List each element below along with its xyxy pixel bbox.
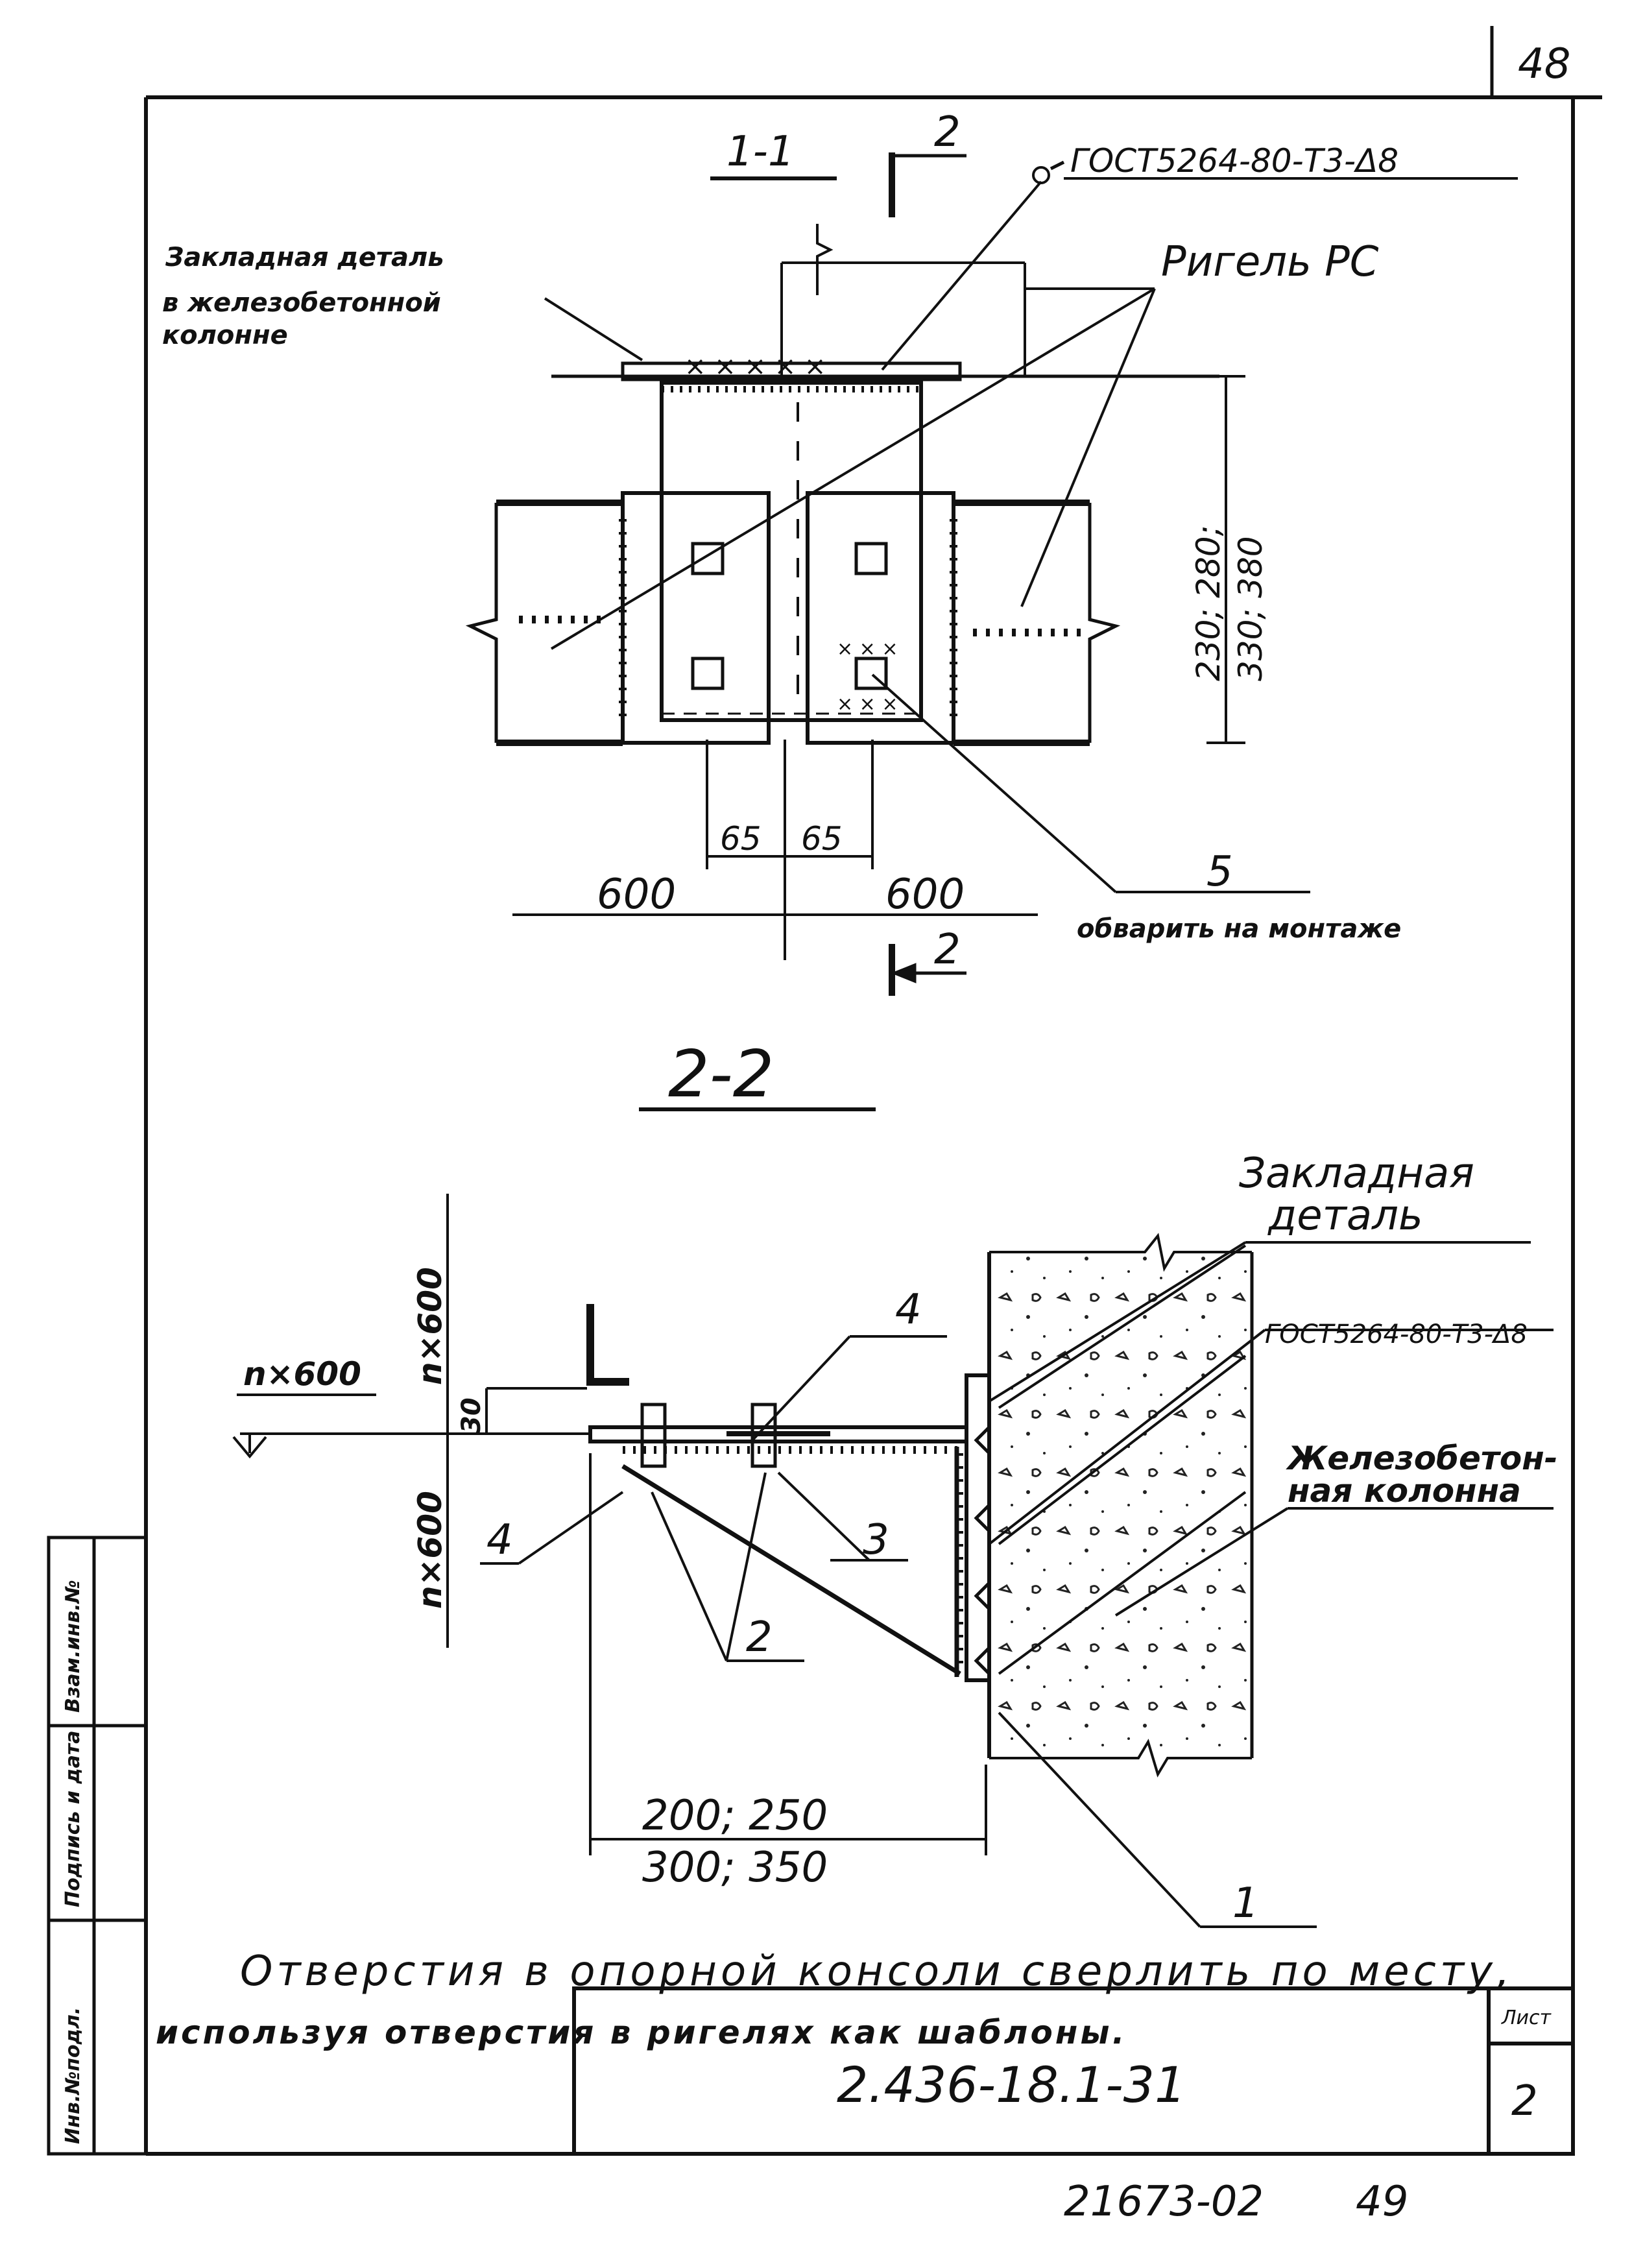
side-stamp-cell2: Подпись и дата bbox=[62, 1731, 84, 1907]
side-stamp bbox=[47, 1536, 148, 2156]
section-2-width-line1: 200; 250 bbox=[642, 1792, 828, 1840]
section-1-height-dim-line1: 230; 280; bbox=[1190, 525, 1227, 681]
note-line1: Отверстия в опорной консоли сверлить по … bbox=[240, 1948, 1513, 1996]
note-line2: используя отверстия в ригелях как шаблон… bbox=[156, 2014, 1127, 2051]
section-2-callout-4-left: 4 bbox=[486, 1516, 513, 1564]
section-1-embedded-line3: колонне bbox=[162, 320, 288, 350]
bottom-page: 49 bbox=[1356, 2178, 1408, 2226]
section-1-dim-65-right: 65 bbox=[801, 820, 843, 858]
section-1-title: 1-1 bbox=[726, 128, 795, 176]
section-1-beam-label: Ригель РС bbox=[1161, 238, 1379, 286]
section-2-title: 2-2 bbox=[668, 1036, 774, 1112]
section-2-dim-level: n×600 bbox=[243, 1355, 361, 1393]
section-1-dim-65-left: 65 bbox=[720, 820, 762, 858]
section-2-weld-note: ГОСТ5264-80-Т3-Δ8 bbox=[1265, 1320, 1528, 1349]
section-2-callout-3: 3 bbox=[863, 1516, 889, 1564]
section-1-embedded-line2: в железобетонной bbox=[162, 288, 441, 318]
section-1-cut-bottom: 2 bbox=[934, 926, 961, 974]
side-stamp-cell1: Инв.№подл. bbox=[62, 2007, 84, 2144]
section-2-embedded-line1: Закладная bbox=[1239, 1150, 1474, 1198]
section-1-weld-note: ГОСТ5264-80-Т3-Δ8 bbox=[1070, 142, 1398, 180]
section-1-callout-5-note: обварить на монтаже bbox=[1077, 914, 1401, 944]
title-block bbox=[572, 1986, 1575, 2156]
section-1-drawing: × × × × × × × × × × × bbox=[465, 152, 1518, 996]
side-stamp-cell3: Взам.инв.№ bbox=[62, 1580, 84, 1713]
svg-text:× × ×: × × × bbox=[837, 638, 898, 660]
section-1-cut-top: 2 bbox=[934, 108, 961, 156]
bottom-number: 21673-02 bbox=[1064, 2178, 1264, 2226]
section-2-drawing bbox=[232, 1194, 1554, 1928]
sheet-number: 2 bbox=[1511, 2077, 1538, 2125]
section-2-callout-1: 1 bbox=[1232, 1879, 1259, 1927]
section-1-dim-600-right: 600 bbox=[885, 871, 965, 919]
svg-text:× × ×: × × × bbox=[837, 693, 898, 716]
section-2-callout-2: 2 bbox=[746, 1613, 773, 1661]
section-2-dim-30: 30 bbox=[457, 1397, 486, 1434]
section-2-dim-vertical-upper: n×600 bbox=[411, 1267, 449, 1385]
sheet-label: Лист bbox=[1501, 2007, 1552, 2029]
section-2-column-line2: ная колонна bbox=[1288, 1472, 1521, 1510]
section-2-dim-vertical-lower: n×600 bbox=[411, 1491, 449, 1609]
section-1-height-dim-line2: 330; 380 bbox=[1232, 536, 1269, 681]
section-1-embedded-line1: Закладная деталь bbox=[165, 243, 444, 272]
sheet-corner-number: 48 bbox=[1518, 40, 1570, 88]
section-1-callout-5: 5 bbox=[1206, 848, 1233, 896]
section-2-column-line1: Железобетон- bbox=[1286, 1440, 1558, 1477]
svg-text:× × × × ×: × × × × × bbox=[684, 352, 826, 381]
doc-code: 2.436-18.1-31 bbox=[837, 2056, 1186, 2114]
section-2-width-line2: 300; 350 bbox=[642, 1844, 828, 1892]
section-1-dim-600-left: 600 bbox=[597, 871, 676, 919]
section-2-callout-4-top: 4 bbox=[895, 1286, 922, 1334]
section-2-embedded-line2: деталь bbox=[1267, 1192, 1423, 1240]
sheet-frame bbox=[144, 26, 1602, 2156]
